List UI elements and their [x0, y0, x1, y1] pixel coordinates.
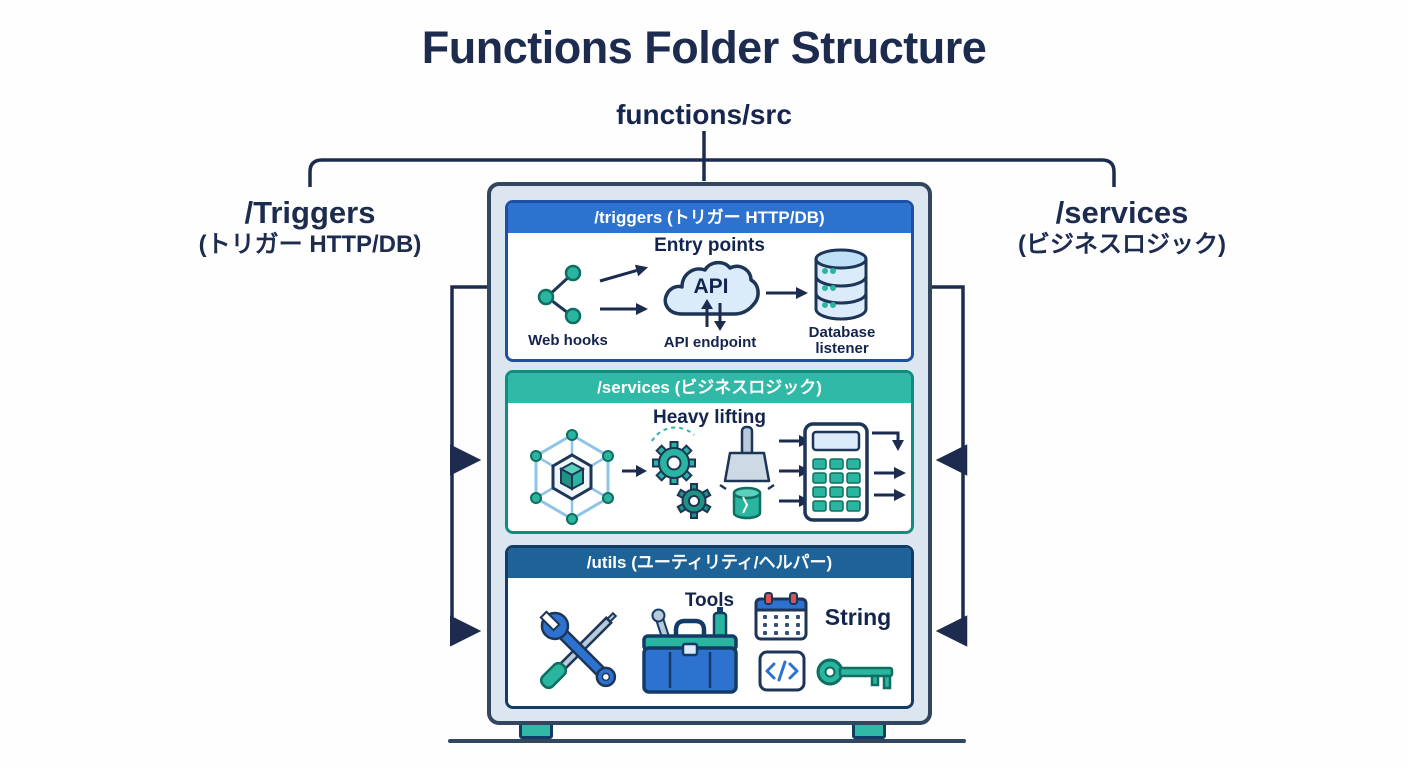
toolbox-icon: [642, 607, 738, 694]
services-subtitle: Heavy lifting: [653, 407, 766, 428]
database-icon: [814, 248, 868, 321]
database-listener-label: Database listener: [800, 325, 884, 357]
root-folder-label: functions/src: [616, 99, 792, 130]
database-listener-label-line2: listener: [815, 340, 869, 357]
cabinet-container: /triggers (トリガー HTTP/DB) Entry points: [487, 182, 932, 725]
services-header: /services (ビジネスロジック): [508, 373, 911, 403]
page-title: Functions Folder Structure: [421, 22, 987, 73]
section-services: /services (ビジネスロジック) Heavy lifting: [505, 370, 914, 534]
left-branch-subtitle: (トリガー HTTP/DB): [198, 231, 422, 258]
webhook-icon: [537, 264, 582, 325]
triggers-subtitle: Entry points: [654, 235, 765, 256]
left-branch-name: /Triggers: [244, 195, 376, 230]
crusher-icon: [719, 425, 775, 520]
calculator-output-arrows-icon: [872, 431, 906, 501]
gears-icon: [651, 426, 712, 519]
triggers-body: Entry points: [508, 233, 911, 359]
api-cloud-icon: [663, 260, 760, 316]
string-label: String: [824, 604, 892, 630]
calculator-icon: [803, 422, 869, 522]
api-to-database-arrow-icon: [766, 287, 808, 299]
webhook-to-api-arrows-icon: [599, 264, 649, 315]
utils-body: Tools: [508, 578, 911, 706]
right-branch-subtitle: (ビジネスロジック): [1018, 231, 1226, 258]
api-updown-arrows-icon: [701, 299, 726, 331]
hex-network-icon: [530, 429, 614, 525]
left-flow-line: [450, 285, 487, 631]
utils-header: /utils (ユーティリティ/ヘルパー): [508, 548, 911, 578]
wrench-screwdriver-icon: [539, 610, 618, 690]
triggers-header: /triggers (トリガー HTTP/DB): [508, 203, 911, 233]
right-branch-label: /services (ビジネスロジック): [982, 196, 1262, 260]
network-to-gears-arrow-icon: [622, 465, 647, 477]
right-branch-name: /services: [1055, 195, 1189, 230]
api-endpoint-label: API endpoint: [663, 334, 757, 351]
api-cloud-text: API: [693, 275, 729, 298]
left-branch-label: /Triggers (トリガー HTTP/DB): [170, 196, 450, 260]
services-body: Heavy lifting: [508, 403, 911, 531]
database-listener-label-line1: Database: [808, 324, 876, 341]
key-icon: [816, 658, 894, 690]
section-utils: /utils (ユーティリティ/ヘルパー) Tools: [505, 545, 914, 709]
section-triggers: /triggers (トリガー HTTP/DB) Entry points: [505, 200, 914, 362]
webhooks-label: Web hooks: [528, 332, 608, 349]
utils-subtitle: Tools: [684, 590, 735, 611]
code-snippet-icon: [758, 650, 806, 692]
right-flow-line: [932, 285, 965, 631]
calendar-icon: [754, 592, 808, 641]
